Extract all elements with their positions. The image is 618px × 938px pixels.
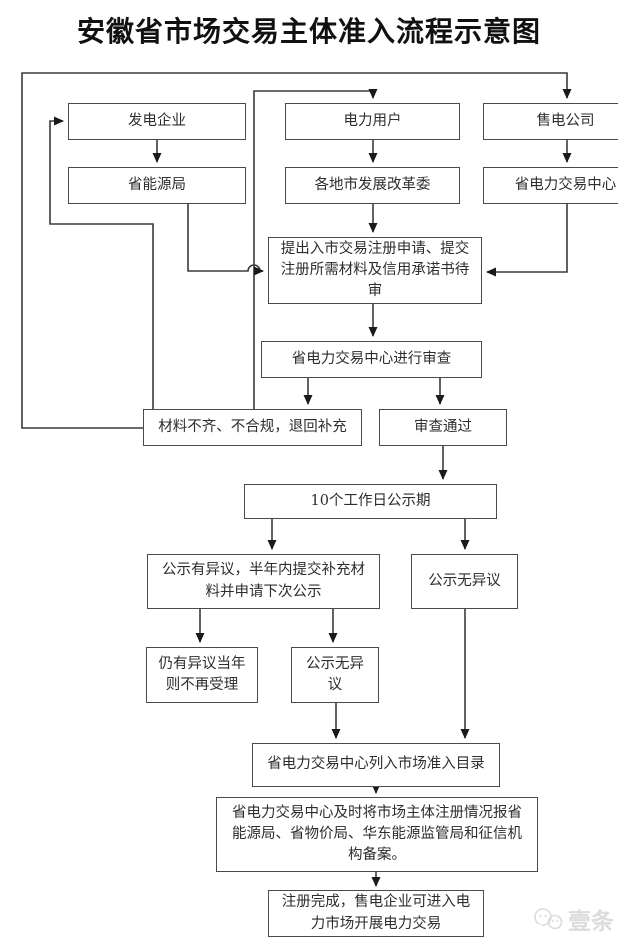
flow-node-trade-center: 省电力交易中心 <box>483 167 618 204</box>
flow-node-city-drc: 各地市发展改革委 <box>285 167 460 204</box>
chat-bubbles-icon <box>534 908 563 930</box>
flow-node-center-review: 省电力交易中心进行审查 <box>261 341 482 378</box>
flow-node-energy-bureau: 省能源局 <box>68 167 246 204</box>
connector-incomplete-to-seller <box>21 72 572 429</box>
flow-node-power-user: 电力用户 <box>285 103 460 140</box>
flow-node-review-passed: 审查通过 <box>379 409 507 446</box>
connector-incomplete-to-user <box>253 89 378 409</box>
connector-bureau-to-apply <box>187 203 264 276</box>
flow-node-still-objection: 仍有异议当年则不再受理 <box>146 647 258 703</box>
watermark: 壹条 <box>532 902 614 936</box>
flow-node-objection: 公示有异议，半年内提交补充材料并申请下次公示 <box>147 554 380 609</box>
connector-incomplete-to-generator <box>49 116 154 409</box>
flow-node-report-filing: 省电力交易中心及时将市场主体注册情况报省能源局、省物价局、华东能源监管局和征信机… <box>216 797 538 872</box>
flow-node-no-objection-second: 公示无异议 <box>291 647 379 703</box>
flow-node-listed-directory: 省电力交易中心列入市场准入目录 <box>252 743 500 787</box>
page-title: 安徽省市场交易主体准入流程示意图 <box>76 15 541 48</box>
flow-node-notice-period: 10个工作日公示期 <box>244 484 497 519</box>
flow-node-generator: 发电企业 <box>68 103 246 140</box>
flow-node-materials-incomplete: 材料不齐、不合规，退回补充 <box>143 409 362 446</box>
flow-node-no-objection: 公示无异议 <box>411 554 518 609</box>
flow-node-registration-complete: 注册完成，售电企业可进入电力市场开展电力交易 <box>268 890 484 937</box>
watermark-label: 壹条 <box>568 909 614 935</box>
flow-node-power-seller: 售电公司 <box>483 103 618 140</box>
connector-center-to-apply <box>486 203 568 277</box>
flow-node-apply-registration: 提出入市交易注册申请、提交注册所需材料及信用承诺书待审 <box>268 237 482 304</box>
